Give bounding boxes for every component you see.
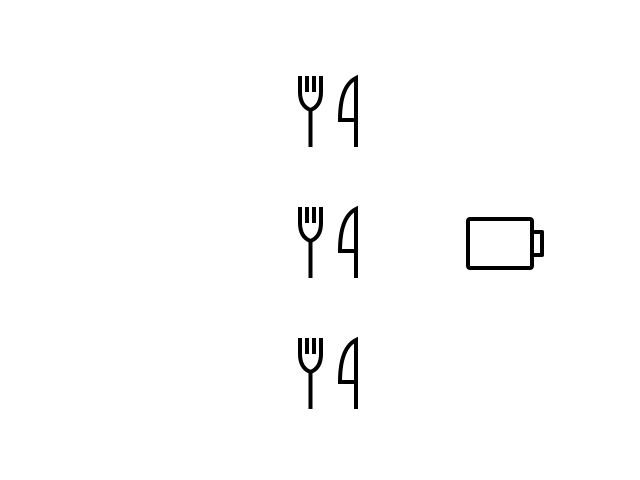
restaurant-icon <box>296 205 362 279</box>
battery-empty-icon <box>465 216 547 272</box>
restaurant-icon <box>296 74 362 148</box>
restaurant-icon <box>296 336 362 410</box>
